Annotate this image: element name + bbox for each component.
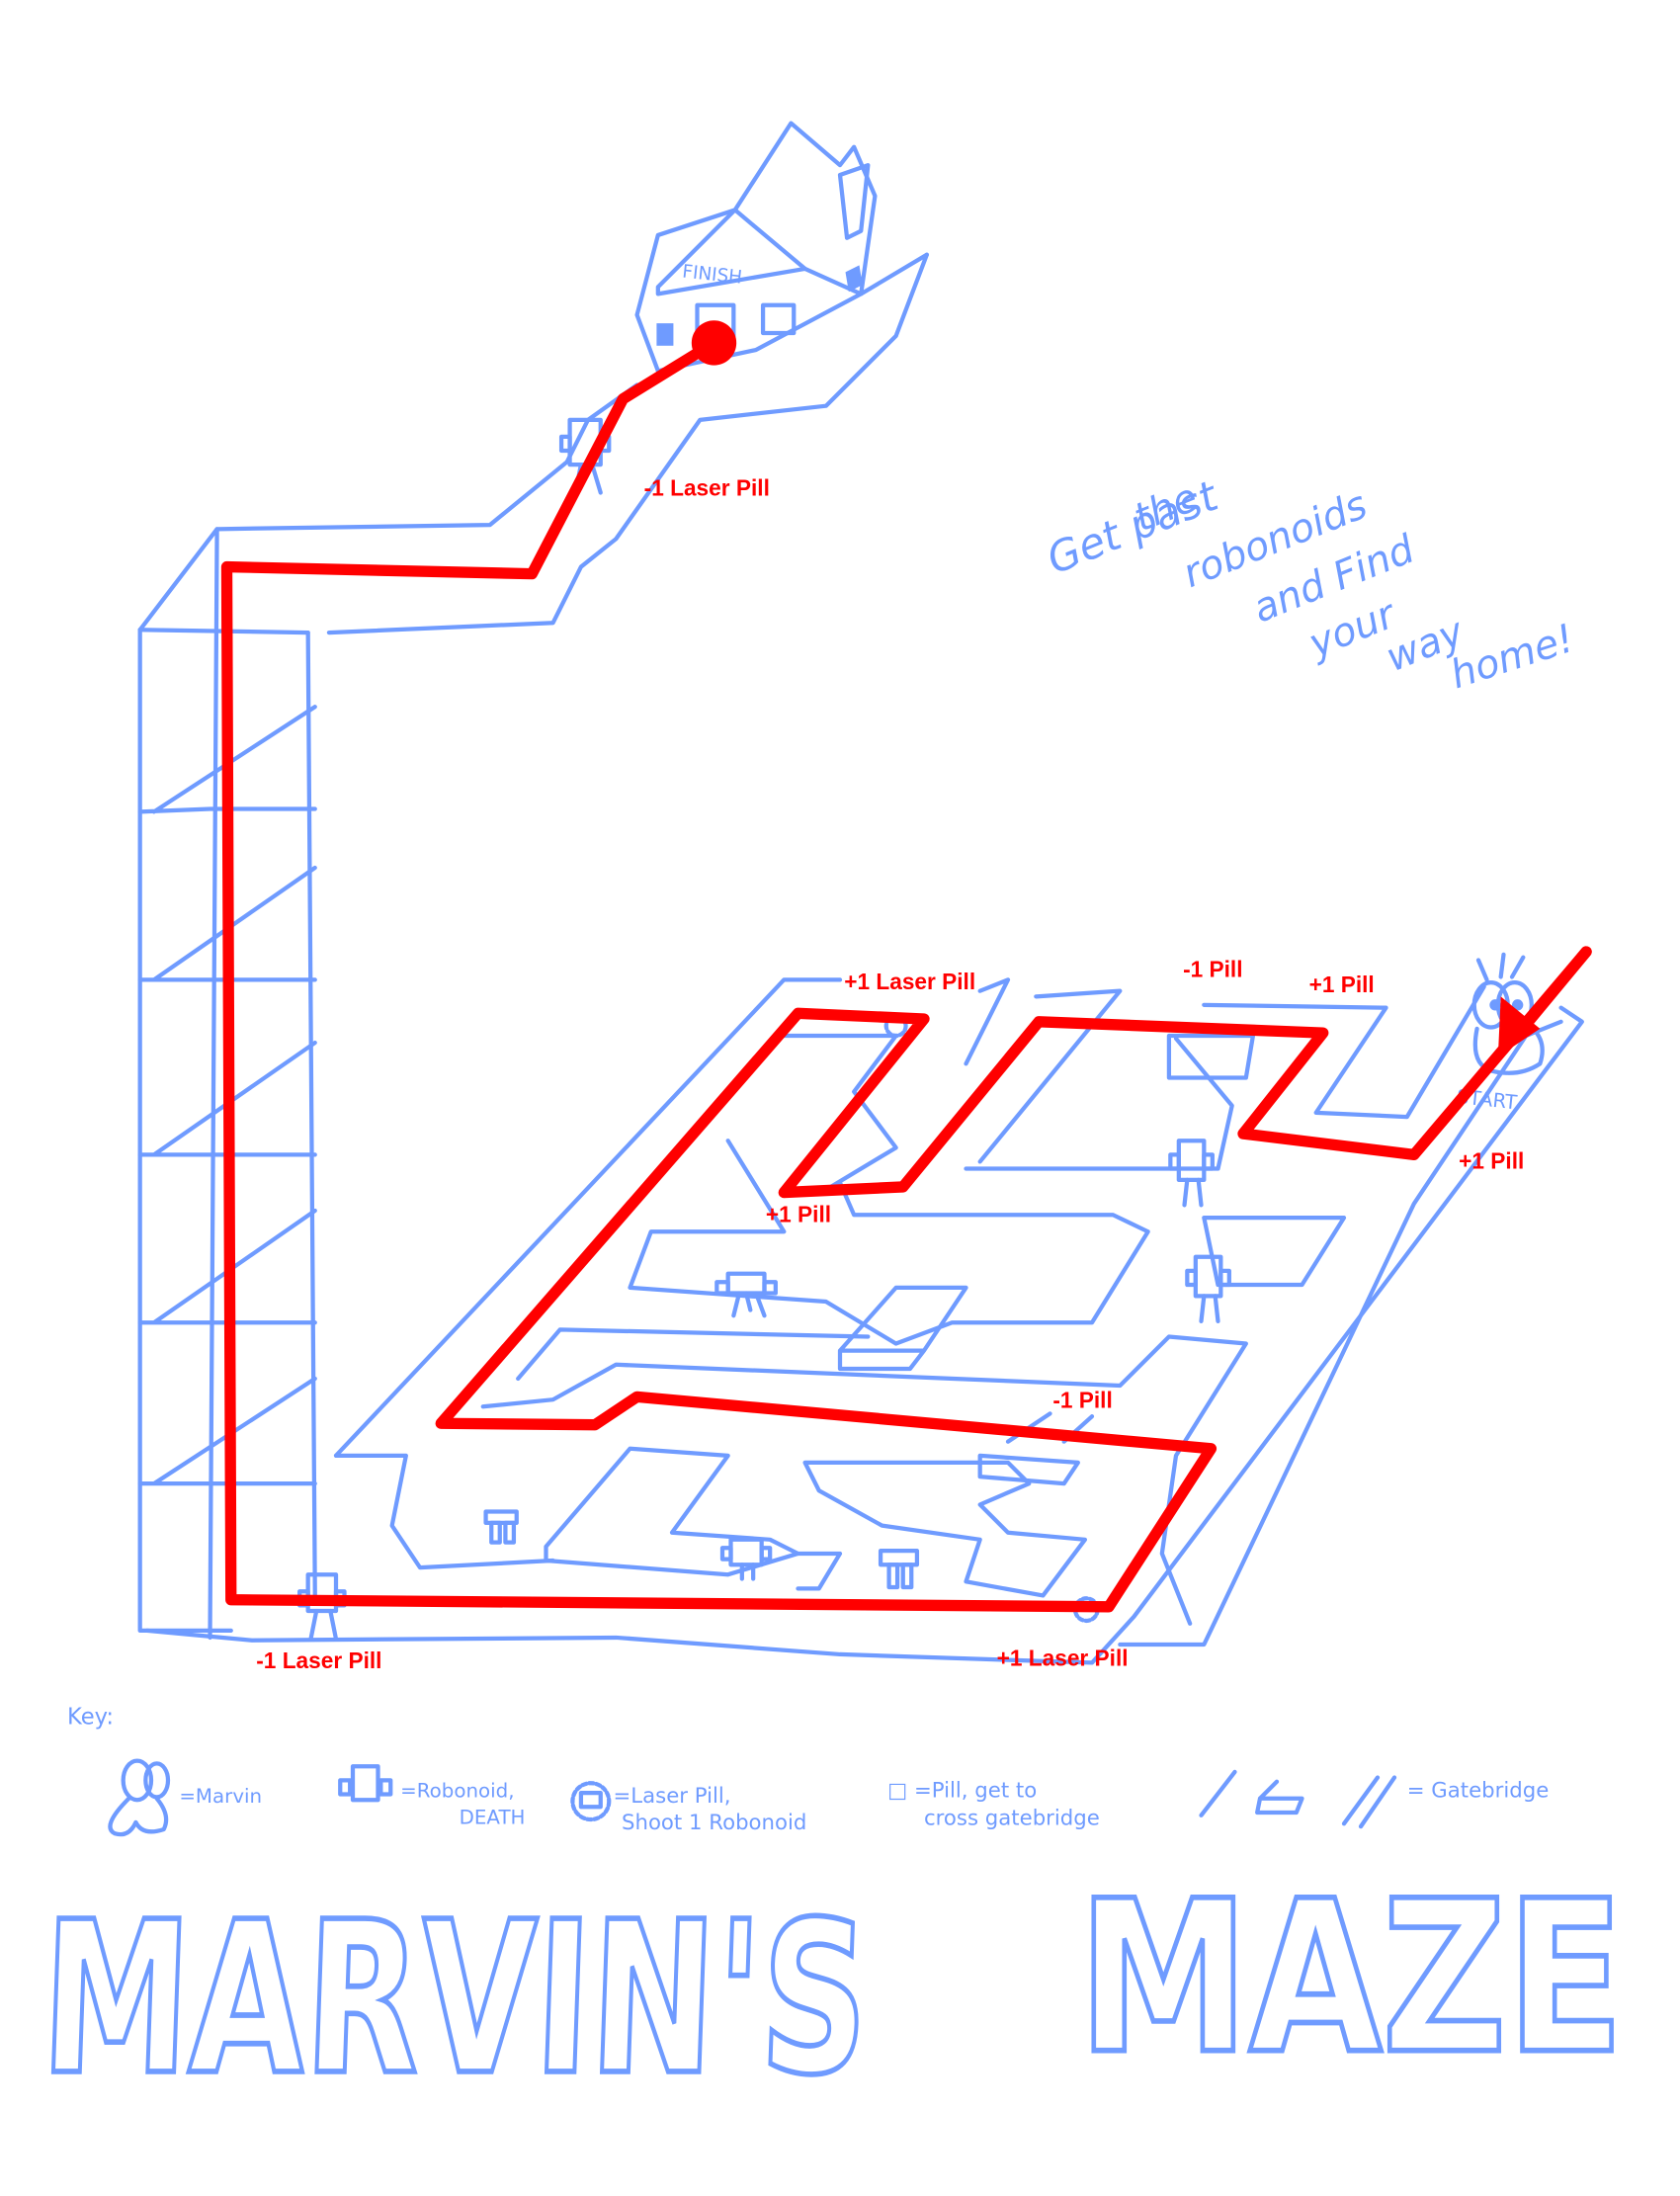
robonoid-icon bbox=[719, 1537, 773, 1581]
robonoid-icon bbox=[1168, 1139, 1215, 1208]
key-robonoid: =Robonoid, bbox=[400, 1779, 514, 1802]
key-pill-sub: cross gatebridge bbox=[924, 1807, 1100, 1831]
key-gatebridge: = Gatebridge bbox=[1407, 1778, 1550, 1803]
robonoid-icon bbox=[714, 1271, 778, 1318]
title-word-maze: MAZE bbox=[1078, 1857, 1625, 2101]
key-pill: □ =Pill, get to bbox=[887, 1778, 1037, 1803]
key-robonoid-sub: DEATH bbox=[460, 1806, 526, 1828]
title-word-marvins: MARVIN'S bbox=[38, 1878, 872, 2122]
path-label: -1 Pill bbox=[1183, 957, 1242, 982]
finish-dot bbox=[691, 320, 737, 366]
path-label: +1 Pill bbox=[766, 1201, 831, 1226]
robonoid-icon bbox=[297, 1572, 347, 1642]
robonoid-icon bbox=[1185, 1254, 1231, 1324]
key-laser-pill: =Laser Pill, bbox=[613, 1784, 730, 1809]
key-laser-pill-sub: Shoot 1 Robonoid bbox=[622, 1811, 806, 1835]
robonoid-icon bbox=[483, 1509, 519, 1545]
title: MARVIN'S MAZE bbox=[36, 1854, 1628, 2125]
path-label: +1 Laser Pill bbox=[997, 1645, 1129, 1670]
path-label: +1 Pill bbox=[1309, 971, 1375, 997]
finish-house: FINISH bbox=[634, 121, 878, 374]
maze-floor bbox=[144, 977, 1584, 1665]
solution-path bbox=[220, 337, 1592, 1613]
upper-walkway bbox=[137, 252, 929, 635]
start-arrow bbox=[1513, 946, 1592, 1039]
path-label: +1 Pill bbox=[1459, 1148, 1524, 1174]
gatebridge-key-icon bbox=[1199, 1769, 1397, 1829]
key-marvin: =Marvin bbox=[179, 1785, 262, 1808]
robonoid-icon bbox=[878, 1549, 920, 1590]
marvin-icon bbox=[108, 1758, 171, 1837]
finish-label: FINISH bbox=[681, 261, 743, 288]
slogan-line: home! bbox=[1445, 616, 1579, 698]
path-label: +1 Laser Pill bbox=[844, 969, 975, 994]
path-labels: -1 Laser Pill +1 Laser Pill -1 Pill +1 P… bbox=[256, 474, 1524, 1673]
path-label: -1 Pill bbox=[1052, 1388, 1112, 1413]
laser-pill-key-icon bbox=[570, 1781, 612, 1822]
key-legend: Key: =Marvin =Robonoid, DEATH =Laser Pil… bbox=[67, 1705, 1550, 1837]
start-arrowhead-icon bbox=[1497, 996, 1541, 1057]
key-heading: Key: bbox=[67, 1705, 114, 1731]
path-label: -1 Laser Pill bbox=[644, 474, 770, 500]
path-label: -1 Laser Pill bbox=[256, 1647, 381, 1673]
robonoid-key-icon bbox=[338, 1764, 393, 1803]
